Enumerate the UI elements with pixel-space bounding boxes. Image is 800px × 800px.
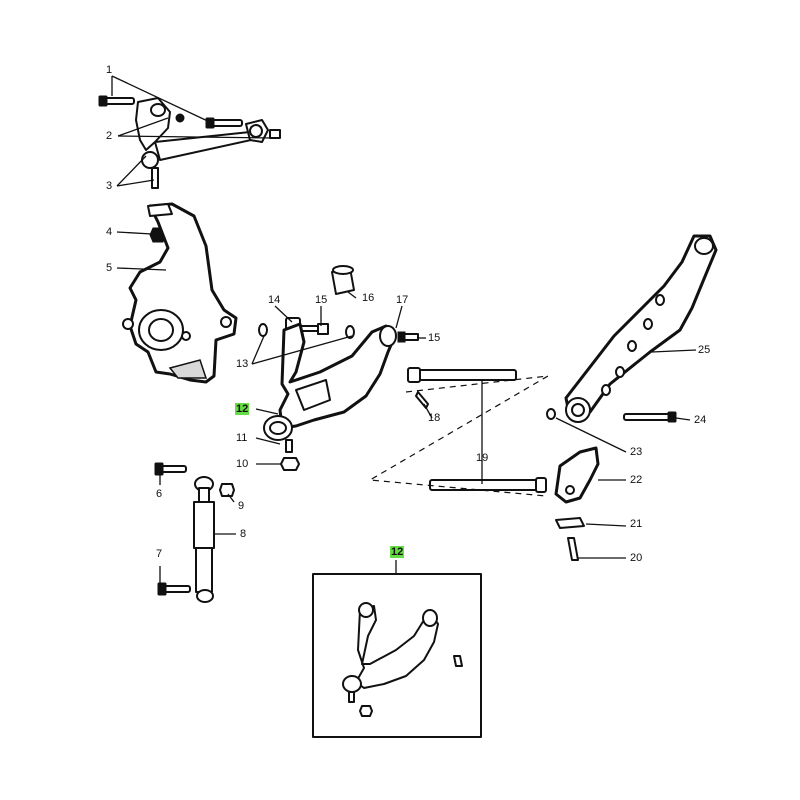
callout-1: 1 bbox=[106, 64, 113, 76]
bushing-part-16 bbox=[331, 265, 355, 295]
callout-13: 13 bbox=[236, 358, 249, 370]
callout-25: 25 bbox=[698, 344, 711, 356]
nut-10 bbox=[280, 457, 300, 471]
callout-21: 21 bbox=[630, 518, 643, 530]
rod-19-lower bbox=[429, 477, 547, 493]
callout-9: 9 bbox=[238, 500, 245, 512]
callout-15-left: 15 bbox=[315, 294, 328, 306]
upper-bushing bbox=[175, 113, 281, 139]
callout-6: 6 bbox=[156, 488, 163, 500]
nut-15-left bbox=[317, 323, 329, 335]
callout-19: 19 bbox=[476, 452, 489, 464]
clip-21 bbox=[555, 517, 585, 529]
callout-7: 7 bbox=[156, 548, 163, 560]
callout-20: 20 bbox=[630, 552, 643, 564]
bolt-24 bbox=[623, 411, 677, 423]
callout-4: 4 bbox=[106, 226, 113, 238]
callout-14: 14 bbox=[268, 294, 281, 306]
upper-control-arm bbox=[135, 97, 269, 189]
washer-13-left bbox=[258, 323, 268, 337]
callout-8: 8 bbox=[240, 528, 247, 540]
upper-bolt-left bbox=[98, 95, 135, 107]
pin-18 bbox=[415, 391, 429, 409]
callout-22: 22 bbox=[630, 474, 643, 486]
trailing-arm bbox=[564, 234, 718, 423]
rod-group-frame bbox=[368, 375, 549, 497]
callout-12-highlighted: 12 bbox=[235, 403, 250, 415]
pin-20 bbox=[567, 537, 579, 561]
bolt-7 bbox=[157, 582, 191, 596]
upper-bolt-right bbox=[205, 117, 243, 129]
callout-18: 18 bbox=[428, 412, 441, 424]
callout-16: 16 bbox=[362, 292, 375, 304]
callout-11: 11 bbox=[236, 432, 248, 444]
lower-control-arm bbox=[263, 322, 397, 441]
inset-pin bbox=[453, 655, 463, 667]
steering-knuckle bbox=[122, 202, 238, 384]
bracket-22 bbox=[554, 446, 600, 504]
nut-9 bbox=[219, 483, 235, 497]
rod-19-upper bbox=[407, 367, 517, 383]
shock-absorber bbox=[193, 476, 215, 603]
callout-12-inset-highlighted: 12 bbox=[390, 546, 405, 558]
inset-frame bbox=[312, 573, 482, 738]
bolt-6 bbox=[154, 462, 187, 476]
leader-lines bbox=[111, 75, 697, 588]
washer-23 bbox=[546, 408, 556, 420]
callout-10: 10 bbox=[236, 458, 249, 470]
inset-lower-control-arm bbox=[342, 602, 439, 717]
callout-15-right: 15 bbox=[428, 332, 441, 344]
callout-5: 5 bbox=[106, 262, 113, 274]
callout-2: 2 bbox=[106, 130, 113, 142]
cam-bolt-17 bbox=[397, 331, 419, 343]
callout-24: 24 bbox=[694, 414, 707, 426]
ball-joint-stud-11 bbox=[285, 439, 293, 453]
washer-13-right bbox=[345, 325, 355, 339]
callout-3: 3 bbox=[106, 180, 113, 192]
callout-17: 17 bbox=[396, 294, 409, 306]
callout-23: 23 bbox=[630, 446, 643, 458]
